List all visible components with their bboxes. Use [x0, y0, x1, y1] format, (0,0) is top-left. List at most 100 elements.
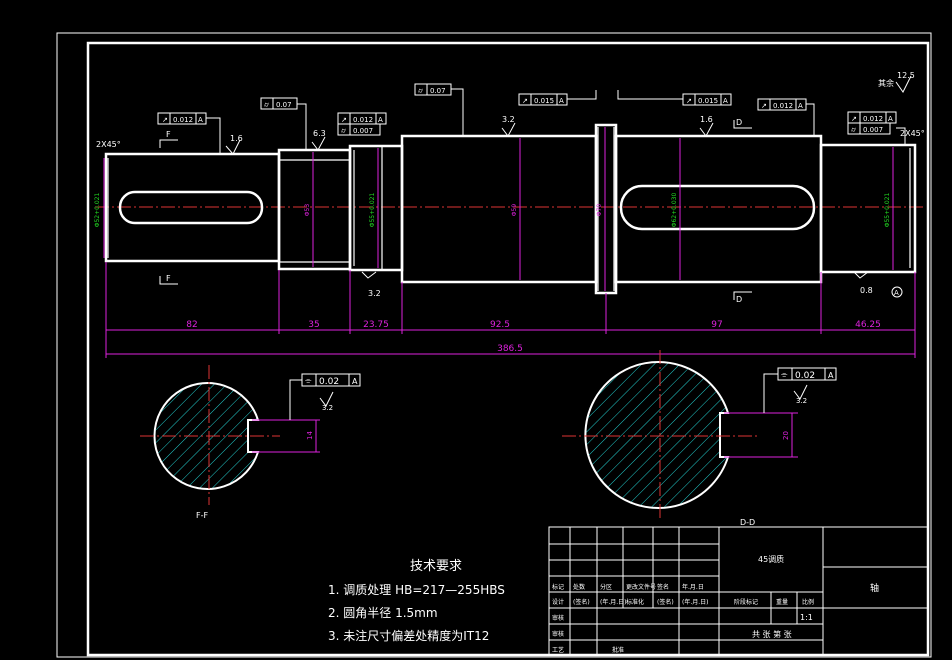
tb-label: 处数 — [573, 583, 585, 591]
roughness-value: 3.2 — [368, 289, 381, 298]
leader-lines — [206, 88, 906, 154]
tol-symbol: ⌭ — [851, 126, 856, 134]
requirements-title: 技术要求 — [410, 559, 462, 574]
shaft-outline — [104, 123, 917, 295]
tb-label: 标记 — [552, 583, 564, 591]
tol-value: 0.07 — [276, 101, 292, 109]
roughness-other-label: 其余 — [878, 78, 894, 88]
tb-label: 签名 — [657, 583, 669, 591]
requirement-item: 3. 未注尺寸偏差处精度为IT12 — [328, 628, 489, 643]
roughness-value: 3.2 — [502, 115, 515, 124]
scale-value: 1:1 — [800, 613, 813, 622]
requirement-item: 1. 调质处理 HB=217—255HBS — [328, 583, 505, 597]
tol-frame-10: ⌭0.007 — [847, 122, 891, 135]
tb-label: (年.月.日) — [600, 598, 627, 606]
roughness-marks: 1.6 6.3 3.2 3.2 1.6 0.8 其余 12.5 2X45° 2X… — [96, 71, 925, 298]
tol-value: 0.07 — [430, 87, 446, 95]
diameter-label: Φ62+0.030 — [671, 193, 678, 228]
tb-label: 工艺 — [552, 646, 564, 654]
section-f-label: F-F — [196, 511, 208, 520]
roughness-value: 6.3 — [313, 129, 326, 138]
section-f: 14 ⌯ 0.02 A 3.2 F-F — [140, 365, 361, 520]
tol-symbol: ⌯ — [305, 376, 312, 385]
tb-label: 重量 — [776, 598, 788, 606]
tol-value: 0.015 — [534, 97, 554, 105]
diameter-label: Φ55+0.021 — [369, 193, 376, 228]
requirement-item: 2. 圆角半径 1.5mm — [328, 606, 438, 620]
roughness-value: 3.2 — [796, 397, 807, 405]
tb-label: 设计 — [552, 598, 564, 606]
tol-datum: A — [559, 97, 564, 105]
roughness-value: 3.2 — [322, 404, 333, 412]
tol-symbol: ⌭ — [418, 87, 423, 95]
tol-value: 0.012 — [863, 115, 883, 123]
tol-symbol: ↗ — [761, 102, 767, 110]
tb-label: (年.月.日) — [682, 598, 709, 606]
tol-value: 0.02 — [795, 371, 815, 381]
tol-symbol: ↗ — [522, 97, 528, 105]
tol-symbol: ↗ — [686, 97, 692, 105]
length-label: 35 — [308, 320, 319, 330]
view-marker-f: F — [166, 274, 171, 283]
tol-symbol: ↗ — [851, 115, 857, 123]
tol-frame-8: ↗ 0.012 A — [757, 98, 807, 111]
technical-requirements: 技术要求 1. 调质处理 HB=217—255HBS 2. 圆角半径 1.5mm… — [328, 559, 505, 643]
length-label: 92.5 — [490, 320, 510, 330]
length-dims — [105, 262, 916, 358]
tb-label: 比例 — [802, 598, 814, 606]
tol-value: 0.012 — [773, 102, 793, 110]
diameter-label: Φ55+0.021 — [884, 193, 891, 228]
section-d-label: D-D — [740, 518, 755, 527]
diameter-labels: Φ52+0.021 Φ53 Φ55+0.021 Φ59 Φ70 Φ62+0.03… — [94, 193, 891, 228]
inner-frame — [86, 41, 930, 657]
tol-frame-2: ⌭0.07 — [260, 97, 298, 110]
tb-label: (签名) — [657, 598, 674, 606]
tol-symbol: ↗ — [162, 116, 168, 124]
title-block-text: 标记 处数 分区 更改文件号 签名 年.月.日 设计 (签名) (年.月.日) … — [552, 554, 879, 654]
title-block — [548, 526, 929, 656]
roughness-other-value: 12.5 — [897, 71, 915, 80]
tol-frame-4: ⌭0.007 — [337, 123, 381, 136]
roughness-value: 0.8 — [860, 286, 873, 295]
tol-frame-7: ↗ 0.015 A — [682, 93, 732, 106]
key-width-label: 20 — [782, 431, 790, 440]
diameter-dims — [103, 127, 894, 291]
tol-symbol: ⌯ — [781, 370, 788, 379]
tb-label: 年.月.日 — [682, 583, 704, 591]
tol-datum: A — [198, 116, 203, 124]
shaft-details — [107, 127, 911, 291]
tb-label: 标准化 — [626, 598, 644, 606]
tol-value: 0.012 — [353, 116, 373, 124]
chamfer-label-right: 2X45° — [900, 129, 925, 138]
tol-datum: A — [723, 97, 728, 105]
tol-datum: A — [798, 102, 803, 110]
length-label: 82 — [186, 320, 197, 330]
tol-datum: A — [352, 377, 358, 386]
length-labels: 82 35 23.75 92.5 97 46.25 386.5 — [186, 320, 881, 354]
diameter-label: Φ59 — [511, 204, 518, 217]
tb-label: 审核 — [552, 614, 564, 622]
tb-label: 分区 — [600, 583, 612, 591]
tb-label: (签名) — [573, 598, 590, 606]
total-length-label: 386.5 — [497, 344, 523, 354]
roughness-value: 1.6 — [230, 134, 243, 143]
diameter-label: Φ70 — [596, 204, 603, 217]
tol-value: 0.015 — [698, 97, 718, 105]
outer-frame — [56, 32, 932, 658]
tol-frame-5: ⌭ 0.07 — [414, 83, 452, 96]
tb-label: 审核 — [552, 630, 564, 638]
sheet-label: 共 张 第 张 — [752, 629, 792, 639]
view-marker-f: F — [166, 130, 171, 139]
length-label: 23.75 — [363, 320, 389, 330]
length-label: 46.25 — [855, 320, 881, 330]
diameter-label: Φ53 — [304, 204, 311, 217]
tb-label: 阶段标记 — [734, 598, 758, 606]
material-label: 45调质 — [758, 554, 784, 564]
length-label: 97 — [711, 320, 722, 330]
roughness-value: 1.6 — [700, 115, 713, 124]
view-marker-d: D — [736, 295, 742, 304]
